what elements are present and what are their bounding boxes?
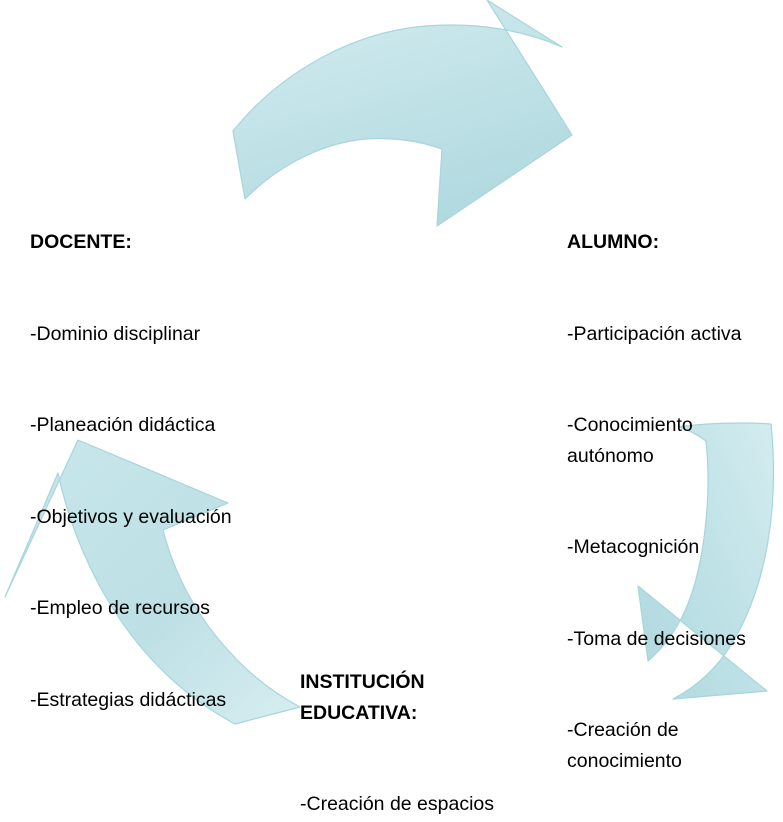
block-docente-item-1: -Dominio disciplinar <box>30 322 201 345</box>
block-institucion-item-1: -Creación de espacios ergonómicos <box>300 793 495 815</box>
block-alumno-item-4: -Toma de decisiones <box>567 627 746 650</box>
block-alumno-item-5: -Creación de conocimiento <box>567 719 685 772</box>
block-institucion-educativa: INSTITUCIÓN EDUCATIVA: -Creación de espa… <box>300 606 530 822</box>
block-docente-heading: DOCENTE: <box>30 231 132 253</box>
block-institucion-heading: INSTITUCIÓN EDUCATIVA: <box>300 671 431 724</box>
block-alumno: ALUMNO: -Participación activa -Conocimie… <box>567 166 779 822</box>
block-alumno-item-3: -Metacognición <box>567 536 700 558</box>
block-docente-item-3: -Objetivos y evaluación <box>30 505 232 528</box>
block-docente-item-2: -Planeación didáctica <box>30 414 216 436</box>
block-docente: DOCENTE: -Dominio disciplinar -Planeació… <box>30 166 330 776</box>
arrow-top-icon <box>232 0 573 227</box>
block-alumno-heading: ALUMNO: <box>567 231 660 253</box>
block-alumno-item-1: -Participación activa <box>567 322 742 345</box>
arrow-left-icon <box>4 439 301 725</box>
block-docente-item-5: -Estrategias didácticas <box>30 688 227 711</box>
block-docente-item-4: -Empleo de recursos <box>30 597 210 619</box>
arrow-right-icon <box>637 422 775 700</box>
block-alumno-item-2: -Conocimiento autónomo <box>567 414 699 467</box>
